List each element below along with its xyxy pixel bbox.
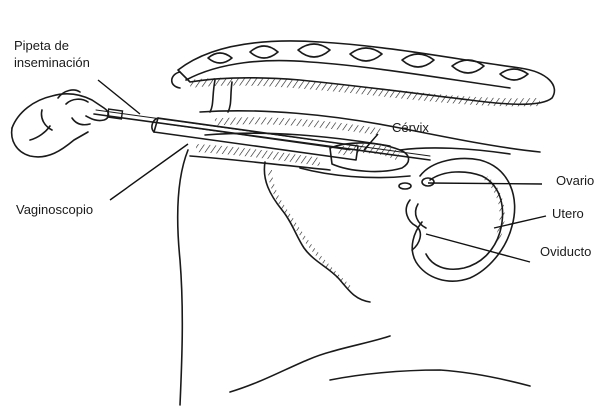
leader-ovary — [428, 183, 542, 184]
vaginal-wall — [190, 148, 370, 302]
label-pipette-line2: inseminación — [14, 55, 90, 70]
diagram-labels: Pipeta de inseminación Vaginoscopio Cérv… — [14, 38, 594, 259]
label-uterus: Utero — [552, 206, 584, 221]
leader-oviduct — [426, 234, 530, 262]
leader-lines — [98, 80, 546, 262]
label-vaginoscope: Vaginoscopio — [16, 202, 93, 217]
hand-drawing — [12, 90, 109, 157]
spine-drawing — [172, 41, 555, 112]
leader-vaginoscope — [110, 144, 188, 200]
label-ovary: Ovario — [556, 173, 594, 188]
body-contour — [178, 150, 530, 405]
label-oviduct: Oviducto — [540, 244, 591, 259]
label-cervix: Cérvix — [392, 120, 429, 135]
uterus-drawing — [399, 159, 515, 282]
label-pipette-line1: Pipeta de — [14, 38, 69, 53]
